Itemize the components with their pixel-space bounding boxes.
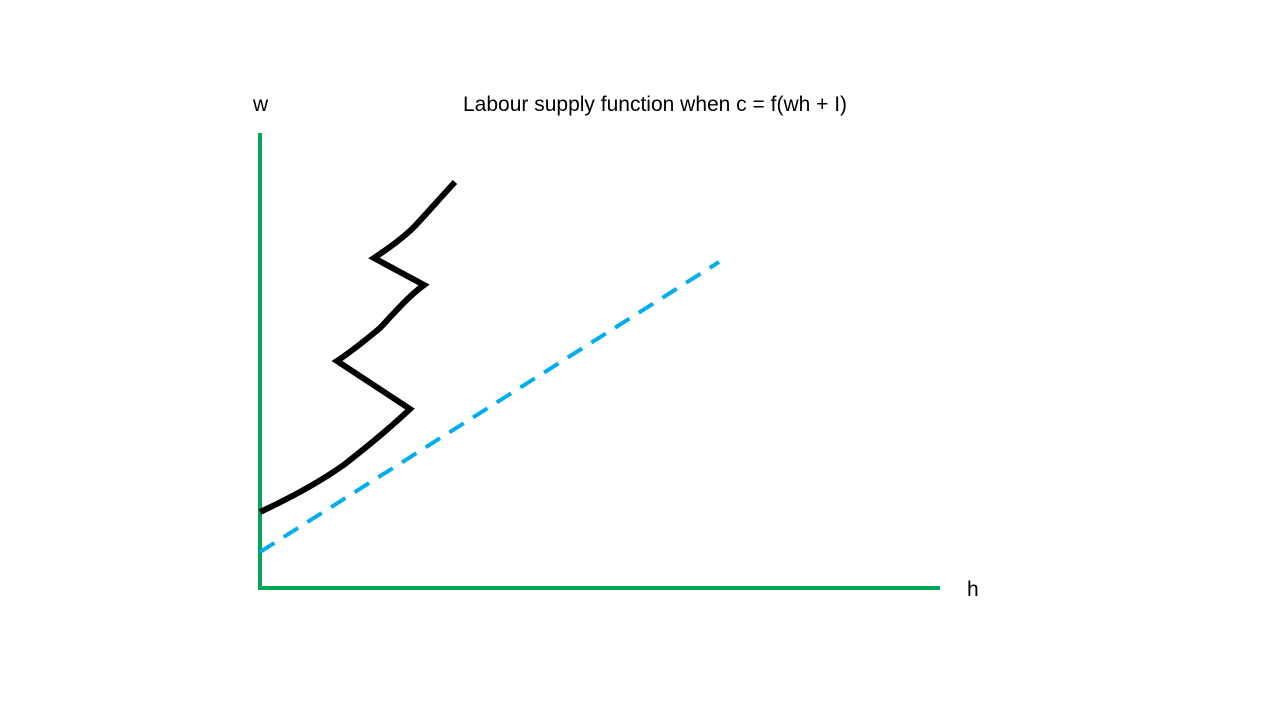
y-axis-label: w [253,93,269,116]
diagram-title: Labour supply function when c = f(wh + I… [463,93,848,116]
x-axis-label: h [967,578,979,601]
reference-line-dashed [258,260,721,554]
labour-supply-curve [258,179,458,515]
